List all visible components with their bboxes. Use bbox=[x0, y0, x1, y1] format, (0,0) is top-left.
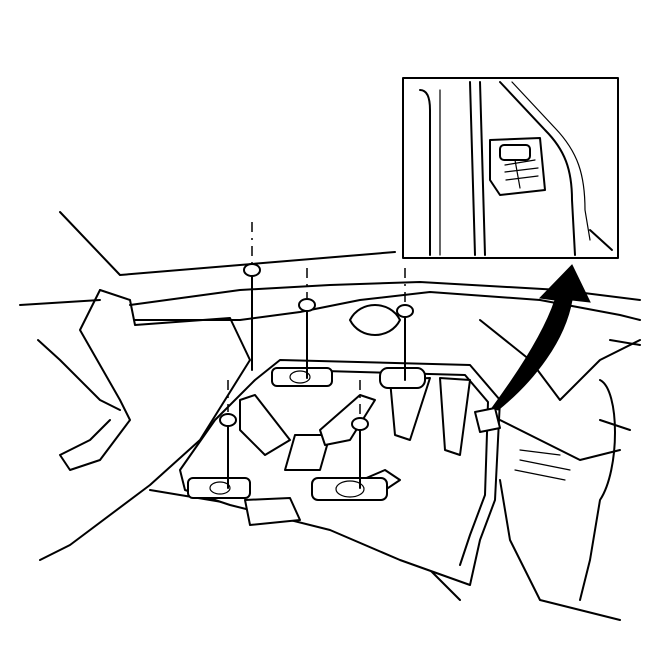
fastener-5 bbox=[351, 380, 369, 489]
fasteners bbox=[219, 222, 414, 489]
detail-inset bbox=[402, 77, 619, 259]
vehicle-body-lines bbox=[19, 211, 641, 621]
fastener-3 bbox=[396, 268, 414, 381]
fastener-4 bbox=[219, 380, 237, 489]
callout-arrow bbox=[491, 264, 591, 411]
fastener-1 bbox=[243, 222, 261, 371]
mounting-plate bbox=[179, 359, 501, 586]
fastener-2 bbox=[298, 268, 316, 379]
